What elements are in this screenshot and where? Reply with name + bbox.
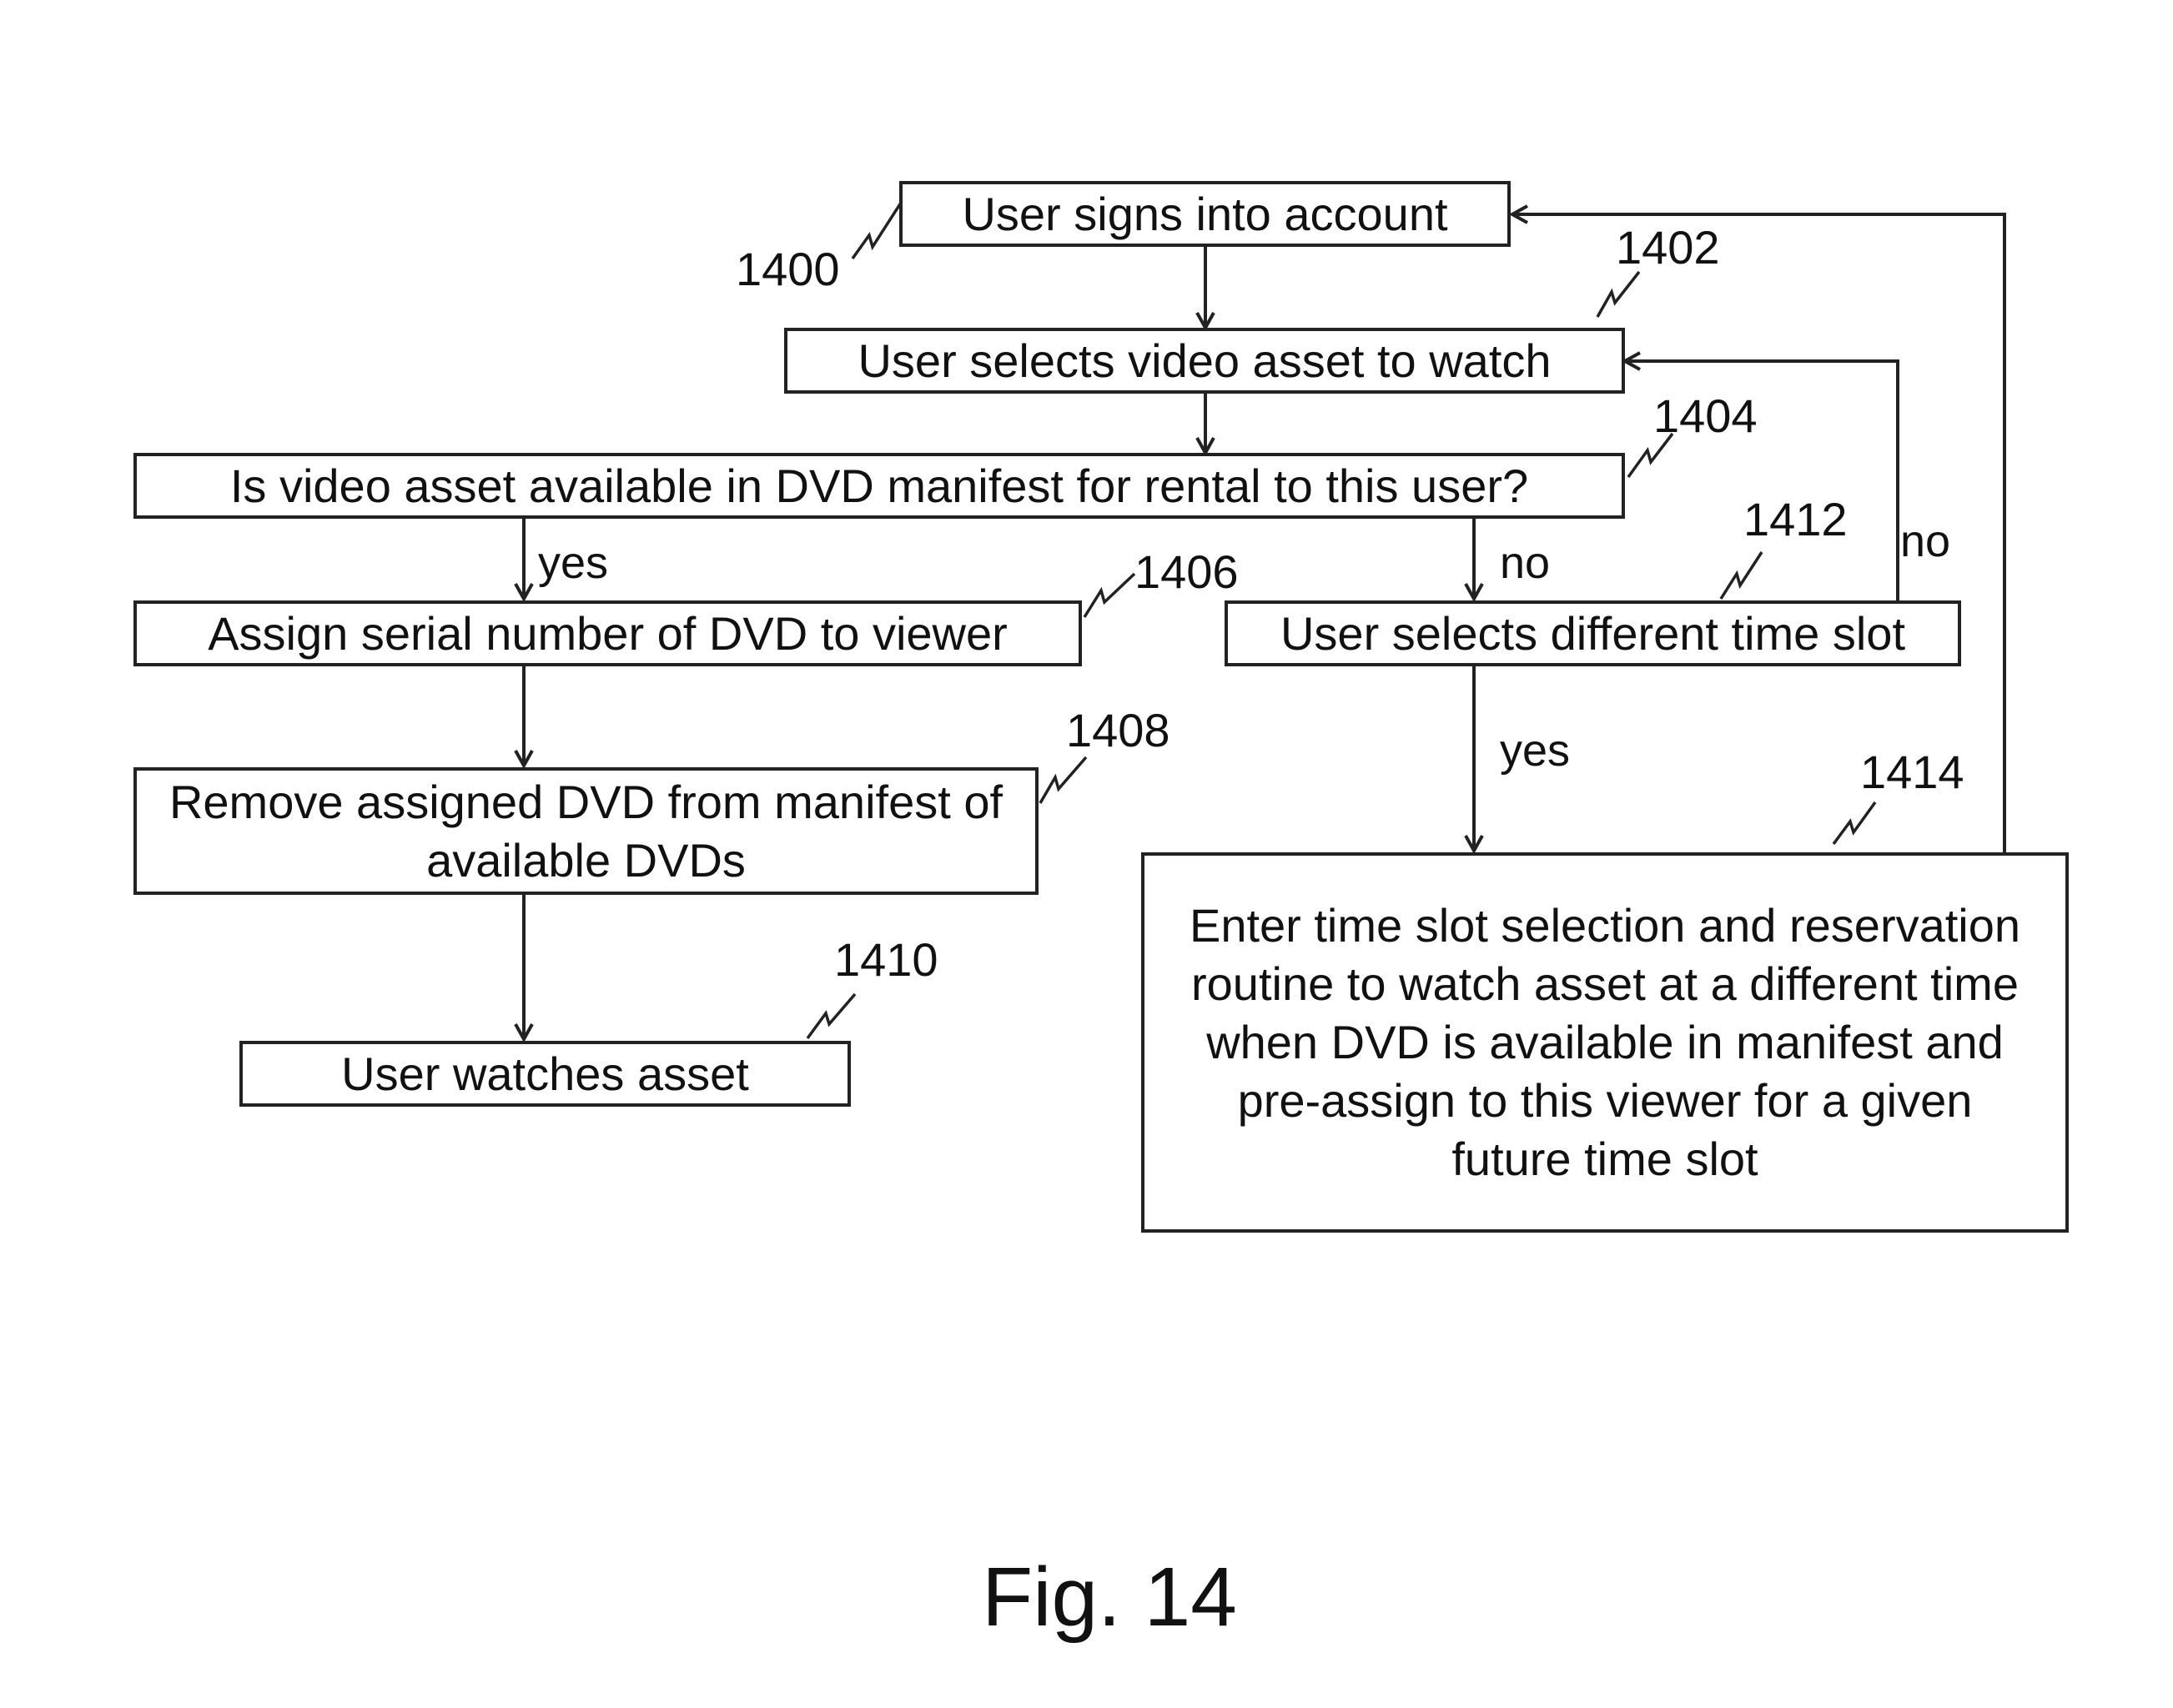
leader-1414	[1833, 802, 1875, 844]
step-1402-box: User selects video asset to watch	[784, 328, 1625, 394]
step-1408-box: Remove assigned DVD from manifest of ava…	[133, 767, 1039, 895]
leader-1400	[853, 200, 903, 259]
ref-1412: 1412	[1743, 496, 1848, 543]
ref-1404: 1404	[1653, 393, 1758, 440]
label-no-1404: no	[1500, 540, 1550, 585]
step-1402-text: User selects video asset to watch	[858, 332, 1551, 390]
ref-1410: 1410	[834, 937, 938, 983]
ref-1402: 1402	[1616, 224, 1720, 271]
decision-1404-box: Is video asset available in DVD manifest…	[133, 453, 1625, 519]
ref-1400: 1400	[736, 246, 840, 293]
step-1414-text: Enter time slot selection and reservatio…	[1190, 897, 2020, 1188]
label-yes-1412: yes	[1500, 728, 1570, 773]
leader-1402	[1597, 272, 1639, 317]
ref-1414: 1414	[1860, 749, 1964, 796]
decision-1412-box: User selects different time slot	[1225, 600, 1961, 666]
step-1400-box: User signs into account	[899, 181, 1511, 247]
step-1406-text: Assign serial number of DVD to viewer	[208, 605, 1008, 663]
step-1410-text: User watches asset	[341, 1045, 749, 1103]
figure-caption: Fig. 14	[876, 1551, 1343, 1643]
leader-1408	[1040, 757, 1086, 803]
leader-1406	[1084, 574, 1134, 617]
step-1414-box: Enter time slot selection and reservatio…	[1141, 852, 2069, 1233]
leader-1412	[1721, 552, 1762, 599]
step-1410-box: User watches asset	[239, 1041, 851, 1107]
ref-1408: 1408	[1066, 707, 1170, 754]
step-1406-box: Assign serial number of DVD to viewer	[133, 600, 1082, 666]
step-1400-text: User signs into account	[962, 185, 1447, 244]
label-no-1412: no	[1900, 519, 1950, 564]
leader-1410	[807, 994, 855, 1038]
step-1408-text: Remove assigned DVD from manifest of ava…	[169, 773, 1003, 890]
label-yes-1404: yes	[538, 540, 608, 585]
decision-1412-text: User selects different time slot	[1280, 605, 1905, 663]
ref-1406: 1406	[1134, 549, 1239, 595]
decision-1404-text: Is video asset available in DVD manifest…	[230, 457, 1528, 515]
